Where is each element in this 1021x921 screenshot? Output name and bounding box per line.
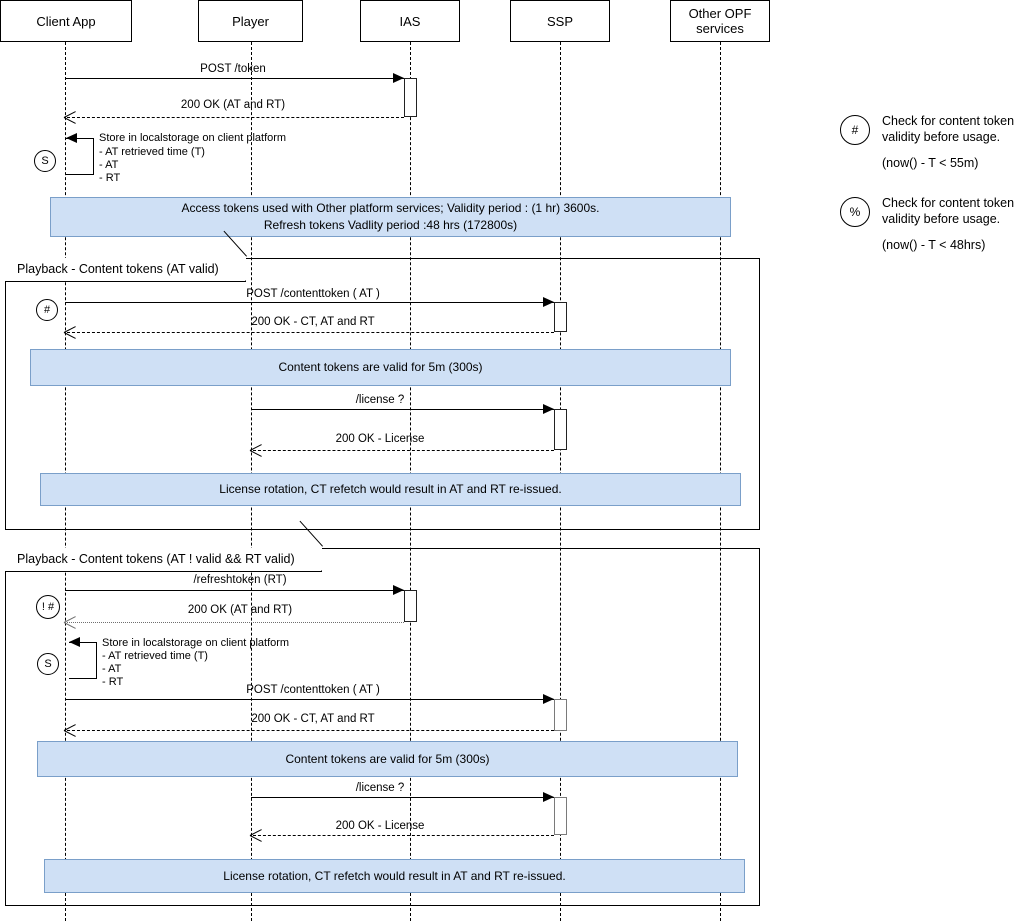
activation-ssp-license-1 bbox=[554, 409, 567, 450]
legend-symbol-hash: # bbox=[840, 115, 870, 145]
message-label-post-token: POST /token bbox=[200, 63, 266, 75]
self-message-arrowhead-store-2 bbox=[69, 637, 80, 647]
message-arrowhead-200-ok-ct-at-rt-2 bbox=[64, 724, 76, 738]
message-line-refreshtoken bbox=[65, 590, 404, 591]
legend-condition-percent: (now() - T < 48hrs) bbox=[882, 238, 986, 252]
message-line-200-ok-at-rt bbox=[67, 117, 404, 118]
message-label-200-ok-license-2: 200 OK - License bbox=[335, 820, 425, 832]
message-arrowhead-post-contenttoken-2 bbox=[543, 694, 554, 704]
self-message-title-store-2: Store in localstorage on client platform bbox=[102, 637, 290, 649]
message-label-200-ok-ct-at-rt-1: 200 OK - CT, AT and RT bbox=[251, 316, 375, 328]
legend-symbol-label: % bbox=[849, 205, 861, 219]
activation-ssp-contenttoken-1 bbox=[554, 302, 567, 332]
note-content-tokens-valid-1: Content tokens are valid for 5m (300s) bbox=[30, 349, 731, 386]
frame-label-text: Playback - Content tokens (AT ! valid &&… bbox=[17, 552, 295, 566]
legend-symbol-percent: % bbox=[840, 197, 870, 227]
activation-ssp-contenttoken-2 bbox=[554, 699, 567, 731]
note-license-rotation-2: License rotation, CT refetch would resul… bbox=[44, 859, 745, 893]
participant-label-line1: Other OPF bbox=[688, 6, 752, 21]
message-label-200-ok-license-1: 200 OK - License bbox=[335, 433, 425, 445]
activation-ias-token bbox=[404, 78, 417, 117]
self-message-store-2 bbox=[69, 642, 97, 679]
note-license-rotation-1: License rotation, CT refetch would resul… bbox=[40, 473, 741, 506]
message-arrowhead-200-ok-license-1 bbox=[250, 444, 262, 458]
participant-other-opf-services[interactable]: Other OPF services bbox=[670, 0, 770, 42]
message-arrowhead-200-ok-at-rt bbox=[64, 111, 76, 125]
frame-playback-at-invalid-rt-valid bbox=[5, 548, 760, 906]
message-arrowhead-license-request-2 bbox=[543, 792, 554, 802]
message-line-200-ok-at-rt-2 bbox=[67, 622, 404, 623]
marker-not-hash: ! # bbox=[36, 595, 60, 619]
note-text: Content tokens are valid for 5m (300s) bbox=[278, 360, 483, 374]
message-line-200-ok-license-2 bbox=[253, 835, 554, 836]
participant-label: Player bbox=[232, 13, 269, 29]
note-line2: Refresh tokens Vadlity period :48 hrs (1… bbox=[263, 218, 518, 232]
marker-label: S bbox=[41, 155, 49, 167]
legend-symbol-label: # bbox=[851, 123, 859, 137]
message-line-license-request-1 bbox=[251, 409, 554, 410]
message-arrowhead-license-request-1 bbox=[543, 404, 554, 414]
participant-player[interactable]: Player bbox=[198, 0, 303, 42]
message-label-200-ok-at-rt-2: 200 OK (AT and RT) bbox=[187, 604, 293, 616]
frame-playback-at-valid bbox=[5, 258, 760, 530]
marker-hash-1: # bbox=[36, 299, 58, 321]
participant-ssp[interactable]: SSP bbox=[510, 0, 610, 42]
self-message-title-store-1: Store in localstorage on client platform bbox=[99, 132, 287, 144]
frame-label-text: Playback - Content tokens (AT valid) bbox=[17, 262, 219, 276]
self-message-item-store-2-1: - AT bbox=[102, 663, 122, 675]
self-message-item-store-2-0: - AT retrieved time (T) bbox=[102, 650, 208, 662]
message-label-license-request-1: /license ? bbox=[355, 394, 405, 406]
message-arrowhead-post-token bbox=[393, 73, 404, 83]
message-label-200-ok-ct-at-rt-2: 200 OK - CT, AT and RT bbox=[251, 713, 375, 725]
legend-description-hash: Check for content token validity before … bbox=[882, 114, 1015, 144]
marker-label: S bbox=[44, 658, 52, 670]
marker-label: # bbox=[43, 304, 51, 316]
frame-label-playback-at-invalid-rt-valid: Playback - Content tokens (AT ! valid &&… bbox=[5, 520, 323, 572]
marker-store-2: S bbox=[37, 653, 59, 675]
legend-description-percent: Check for content token validity before … bbox=[882, 196, 1015, 226]
message-line-license-request-2 bbox=[251, 797, 554, 798]
message-label-200-ok-at-rt: 200 OK (AT and RT) bbox=[180, 99, 286, 111]
note-text: License rotation, CT refetch would resul… bbox=[219, 482, 562, 496]
message-line-200-ok-license-1 bbox=[253, 450, 554, 451]
self-message-arrowhead-store-1 bbox=[66, 133, 77, 143]
message-label-refreshtoken: /refreshtoken (RT) bbox=[193, 574, 287, 586]
marker-store-1: S bbox=[34, 150, 56, 172]
self-message-store-1 bbox=[66, 138, 94, 175]
marker-label: ! # bbox=[41, 601, 55, 613]
participant-label-line2: services bbox=[696, 21, 744, 36]
participant-label: SSP bbox=[546, 13, 573, 29]
message-arrowhead-post-contenttoken-1 bbox=[543, 297, 554, 307]
note-text: Content tokens are valid for 5m (300s) bbox=[285, 751, 490, 766]
message-arrowhead-200-ok-license-2 bbox=[250, 829, 262, 843]
note-access-tokens-validity: Access tokens used with Other platform s… bbox=[50, 197, 731, 237]
activation-ias-refreshtoken bbox=[404, 590, 417, 622]
message-line-post-token bbox=[65, 78, 404, 79]
message-line-post-contenttoken-2 bbox=[65, 699, 554, 700]
message-label-post-contenttoken-2: POST /contenttoken ( AT ) bbox=[246, 684, 380, 696]
frame-label-playback-at-valid: Playback - Content tokens (AT valid) bbox=[5, 230, 247, 282]
participant-client-app[interactable]: Client App bbox=[0, 0, 132, 42]
activation-ssp-license-2 bbox=[554, 797, 567, 835]
legend-condition-hash: (now() - T < 55m) bbox=[882, 156, 979, 170]
message-label-post-contenttoken-1: POST /contenttoken ( AT ) bbox=[246, 288, 380, 300]
message-arrowhead-200-ok-ct-at-rt-1 bbox=[64, 326, 76, 340]
message-line-post-contenttoken-1 bbox=[65, 302, 554, 303]
participant-ias[interactable]: IAS bbox=[360, 0, 460, 42]
message-arrowhead-refreshtoken bbox=[393, 585, 404, 595]
self-message-item-store-2-2: - RT bbox=[102, 676, 124, 688]
message-arrowhead-200-ok-at-rt-2 bbox=[64, 616, 76, 630]
participant-label: Client App bbox=[36, 13, 96, 29]
note-line1: Access tokens used with Other platform s… bbox=[181, 201, 600, 215]
self-message-item-store-1-1: - AT bbox=[99, 159, 119, 171]
message-line-200-ok-ct-at-rt-1 bbox=[67, 332, 554, 333]
message-label-license-request-2: /license ? bbox=[355, 782, 405, 794]
message-line-200-ok-ct-at-rt-2 bbox=[67, 730, 554, 731]
note-text: License rotation, CT refetch would resul… bbox=[223, 868, 566, 883]
self-message-item-store-1-2: - RT bbox=[99, 172, 121, 184]
self-message-item-store-1-0: - AT retrieved time (T) bbox=[99, 146, 205, 158]
note-content-tokens-valid-2: Content tokens are valid for 5m (300s) bbox=[37, 741, 738, 777]
participant-label: IAS bbox=[399, 13, 421, 29]
